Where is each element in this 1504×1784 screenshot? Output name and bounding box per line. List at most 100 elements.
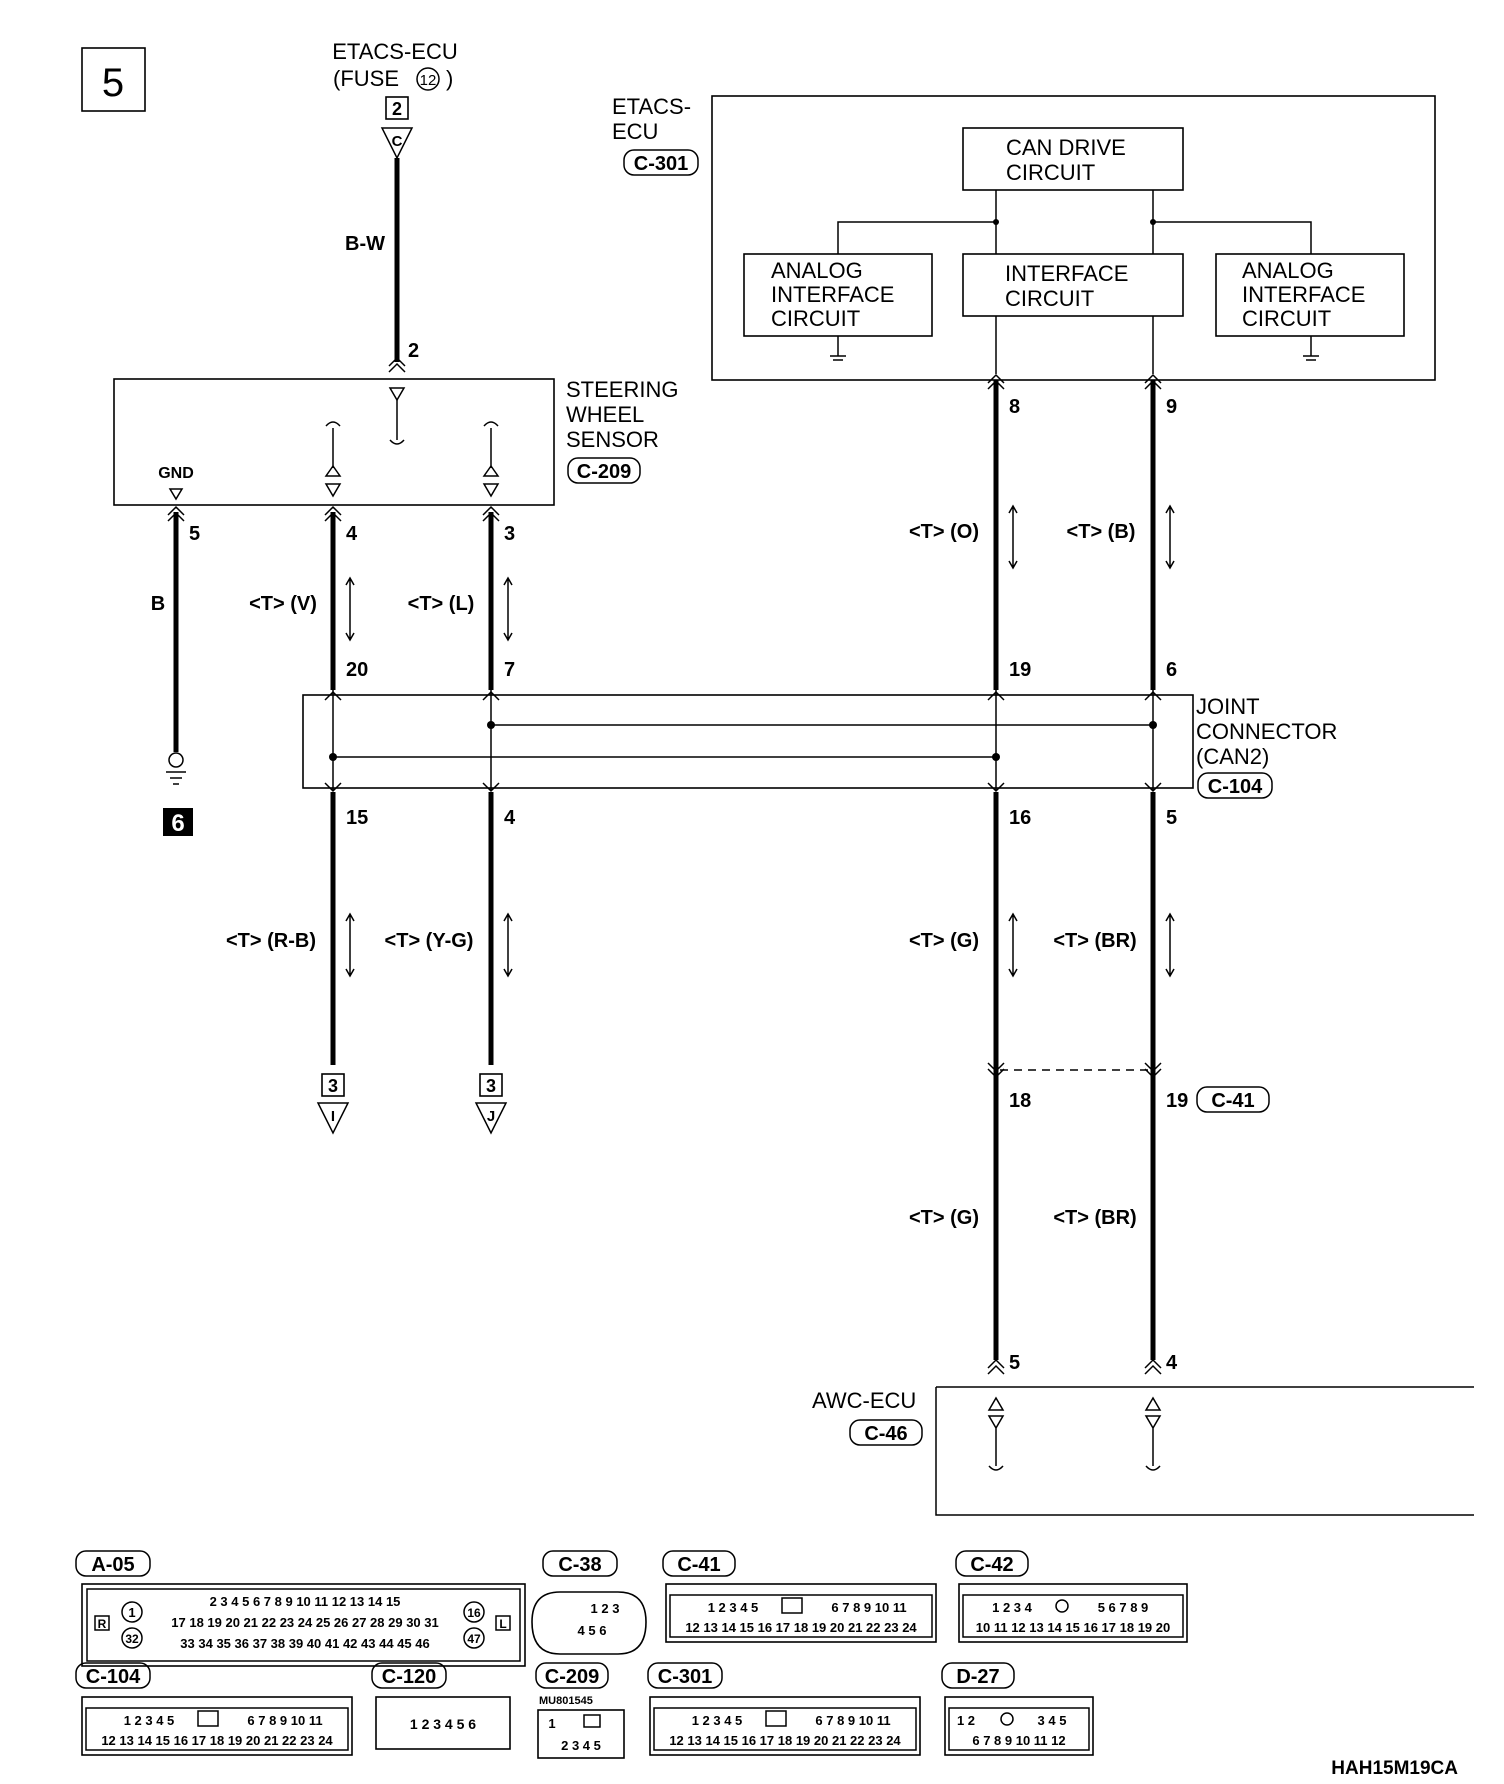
- c38-tag: [542, 1550, 618, 1577]
- c42-connector: [958, 1583, 1188, 1643]
- etacs-label-2: ECU: [612, 119, 658, 144]
- c120-connector: [375, 1696, 511, 1750]
- c301-row1a: 1 2 3 4 5: [692, 1713, 743, 1728]
- signal-arrow: [345, 576, 355, 642]
- offpage-left-triangle: [316, 1102, 350, 1135]
- d27-connector: [944, 1696, 1094, 1756]
- pin-arrow: [388, 387, 406, 402]
- junction-dot: [329, 753, 337, 761]
- a05-l-box: [495, 1615, 511, 1631]
- ground-circle: [168, 752, 184, 768]
- analog-left-3: CIRCUIT: [771, 306, 860, 331]
- pin-sw4: 4: [346, 523, 358, 545]
- connector-mark: [324, 690, 1162, 701]
- internal-line: [325, 421, 341, 468]
- c301-label: C-301: [658, 1666, 712, 1688]
- awc-connector-tag: [849, 1419, 923, 1446]
- diagram-code: HAH15M19CA: [1331, 1758, 1458, 1779]
- wire-v-label: <T> (V): [249, 593, 317, 615]
- wire-br2-label: <T> (BR): [1053, 1207, 1136, 1229]
- c38-connector: [531, 1591, 647, 1655]
- c41-connector-tag: [1196, 1086, 1270, 1113]
- pin-j19: 19: [1009, 659, 1031, 681]
- bidir-arrow: [324, 464, 342, 498]
- c42-row1b: 5 6 7 8 9: [1098, 1600, 1149, 1615]
- interface-circuit: [962, 253, 1184, 317]
- c42-row2: 10 11 12 13 14 15 16 17 18 19 20: [976, 1620, 1170, 1635]
- c209-bottom: 2 3 4 5: [561, 1738, 601, 1753]
- pin-j4: 4: [504, 807, 516, 829]
- pin-j15: 15: [346, 807, 368, 829]
- pin-j16: 16: [1009, 807, 1031, 829]
- c41-row1b: 6 7 8 9 10 11: [831, 1600, 906, 1615]
- interface-label-1: INTERFACE: [1005, 261, 1128, 286]
- pin-c19: 19: [1166, 1090, 1188, 1112]
- fuse-box: [385, 96, 409, 120]
- internal-line: [483, 421, 499, 468]
- gnd-arrow: [168, 488, 184, 501]
- a05-pin1-circle: [121, 1601, 143, 1623]
- connector-mark: [1144, 1358, 1162, 1375]
- d27-row2: 6 7 8 9 10 11 12: [972, 1733, 1065, 1748]
- a05-tag: [75, 1550, 151, 1577]
- pin-a5: 5: [1009, 1352, 1020, 1374]
- connector-mark: [987, 1358, 1005, 1375]
- connector-mark: [388, 356, 406, 373]
- steering-label-3: SENSOR: [566, 427, 659, 452]
- pin-j5: 5: [1166, 807, 1177, 829]
- connector-mark: [987, 1062, 1005, 1079]
- internal-line: [1153, 221, 1312, 254]
- c38-top: 1 2 3: [591, 1601, 620, 1616]
- joint-label-1: JOINT: [1196, 694, 1260, 719]
- etacs-label-1: ETACS-: [612, 94, 691, 119]
- signal-arrow: [1008, 912, 1018, 978]
- a05-r: R: [98, 1617, 107, 1631]
- a05-row2: 17 18 19 20 21 22 23 24 25 26 27 28 29 3…: [171, 1615, 438, 1630]
- fuse-label-close: ): [446, 66, 453, 91]
- section-number-box: [81, 47, 146, 112]
- awc-pin-g: [987, 1396, 1005, 1471]
- junction-dot: [1149, 721, 1157, 729]
- steering-connector-tag: [567, 457, 641, 484]
- c41-label: C-41: [677, 1554, 720, 1576]
- fuse-triangle: [380, 127, 414, 160]
- junction-dot: [992, 753, 1000, 761]
- signal-arrow: [1165, 912, 1175, 978]
- a05-pin1: 1: [128, 1605, 135, 1620]
- steering-label-1: STEERING: [566, 377, 678, 402]
- pin-j20: 20: [346, 659, 368, 681]
- c120-tag: [371, 1662, 447, 1689]
- fuse-number: 12: [420, 72, 437, 89]
- connector-mark: [324, 782, 1162, 793]
- offpage-right-number: 3: [486, 1076, 496, 1096]
- c42-label: C-42: [970, 1554, 1013, 1576]
- analog-interface-left: [743, 253, 933, 337]
- awc-connector: C-46: [864, 1423, 907, 1445]
- offpage-left-number: 3: [328, 1076, 338, 1096]
- wire-b-can-label: <T> (B): [1067, 521, 1136, 543]
- offpage-left-letter: I: [331, 1108, 335, 1125]
- wire-rb-label: <T> (R-B): [226, 930, 316, 952]
- c104-row2: 12 13 14 15 16 17 18 19 20 21 22 23 24: [101, 1733, 333, 1748]
- steering-wheel-sensor-box: [113, 378, 555, 506]
- offpage-box-left: [321, 1073, 345, 1097]
- pin-e8: 8: [1009, 396, 1020, 418]
- signal-arrow: [503, 912, 513, 978]
- pin-a4: 4: [1166, 1352, 1178, 1374]
- wire-l-label: <T> (L): [408, 593, 475, 615]
- c209-label: C-209: [545, 1666, 599, 1688]
- c38-bottom: 4 5 6: [578, 1623, 607, 1638]
- internal-line: [837, 221, 996, 254]
- a05-pin32: 32: [125, 1632, 139, 1646]
- wire-b-label: B: [151, 593, 165, 615]
- c301-row1b: 6 7 8 9 10 11: [815, 1713, 890, 1728]
- internal-line: [389, 400, 405, 445]
- c209-part: MU801545: [539, 1695, 593, 1707]
- c42-key: [1055, 1599, 1069, 1613]
- a05-pin16: 16: [467, 1606, 481, 1620]
- pin-sw3: 3: [504, 523, 515, 545]
- steering-label-2: WHEEL: [566, 402, 644, 427]
- analog-right-3: CIRCUIT: [1242, 306, 1331, 331]
- c209-tag: [535, 1662, 609, 1689]
